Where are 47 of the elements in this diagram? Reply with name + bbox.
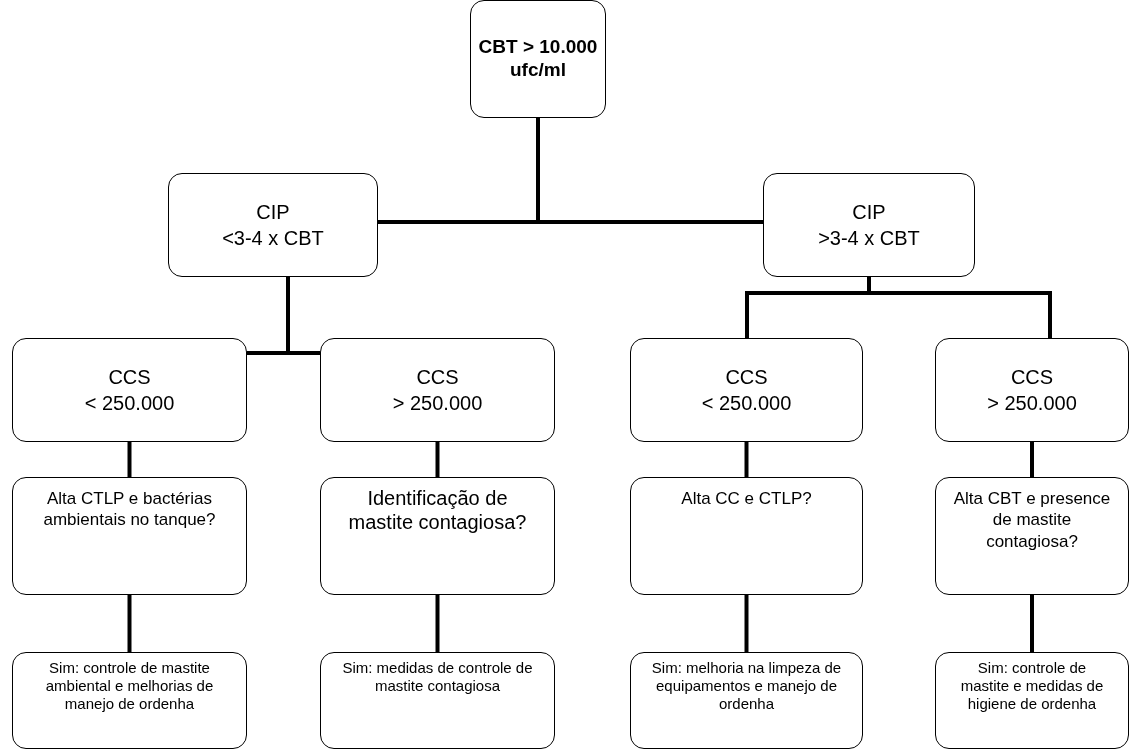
box-text: > 250.000 bbox=[392, 391, 483, 416]
box-text: CCS bbox=[1010, 365, 1054, 390]
flowchart-box bbox=[320, 338, 555, 442]
box-text: >3-4 x CBT bbox=[818, 226, 920, 251]
flowchart-box bbox=[12, 338, 247, 442]
connector-line bbox=[744, 595, 749, 652]
box-text: > 250.000 bbox=[987, 391, 1077, 416]
box-text: CCS bbox=[725, 365, 768, 390]
box-text: CCS bbox=[416, 365, 459, 390]
box-text: CIP bbox=[256, 200, 290, 225]
flowchart-box bbox=[12, 477, 247, 595]
box-text: CCS bbox=[108, 365, 151, 390]
box-text: Alta CBT e presence de mastite contagiosa? bbox=[952, 488, 1112, 552]
box-text: Sim: controle de mastite e medidas de higiene de ordenha bbox=[959, 659, 1105, 713]
connector-line bbox=[127, 595, 132, 652]
flowchart-box bbox=[630, 477, 863, 595]
flowchart-box bbox=[320, 477, 555, 595]
flowchart-box bbox=[935, 652, 1129, 749]
connector-line bbox=[1030, 595, 1034, 652]
connector-line bbox=[435, 442, 440, 477]
box-text: CIP bbox=[852, 200, 886, 225]
connector-line bbox=[536, 118, 763, 224]
box-text: Sim: melhoria na limpeza de equipamentos e manejo de ordenha bbox=[650, 659, 843, 713]
box-text: Identificação de mastite contagiosa? bbox=[347, 486, 528, 534]
box-text: < 250.000 bbox=[701, 391, 792, 416]
box-text: Alta CTLP e bactérias ambientais no tanque? bbox=[42, 488, 217, 531]
connector-line bbox=[435, 595, 440, 652]
box-text: <3-4 x CBT bbox=[222, 226, 324, 251]
flowchart-box bbox=[763, 173, 975, 277]
flowchart-box bbox=[168, 173, 378, 277]
flowchart-box bbox=[935, 338, 1129, 442]
flowchart-box bbox=[320, 652, 555, 749]
flowchart-box bbox=[12, 652, 247, 749]
connector-line bbox=[867, 277, 1052, 338]
flowchart-box bbox=[630, 338, 863, 442]
connector-line bbox=[286, 277, 320, 355]
connector-line bbox=[127, 442, 132, 477]
box-text: Sim: controle de mastite ambiental e melhorias de manejo de ordenha bbox=[44, 659, 215, 713]
flowchart-box bbox=[470, 0, 606, 118]
flowchart-box bbox=[935, 477, 1129, 595]
flowchart-box bbox=[630, 652, 863, 749]
connector-line bbox=[1030, 442, 1034, 477]
box-text: < 250.000 bbox=[84, 391, 175, 416]
box-text: Sim: medidas de controle de mastite contagiosa bbox=[341, 659, 534, 695]
box-text: Alta CC e CTLP? bbox=[681, 488, 812, 510]
connector-line bbox=[744, 442, 749, 477]
box-text: CBT > 10.000 ufc/ml bbox=[477, 36, 599, 82]
